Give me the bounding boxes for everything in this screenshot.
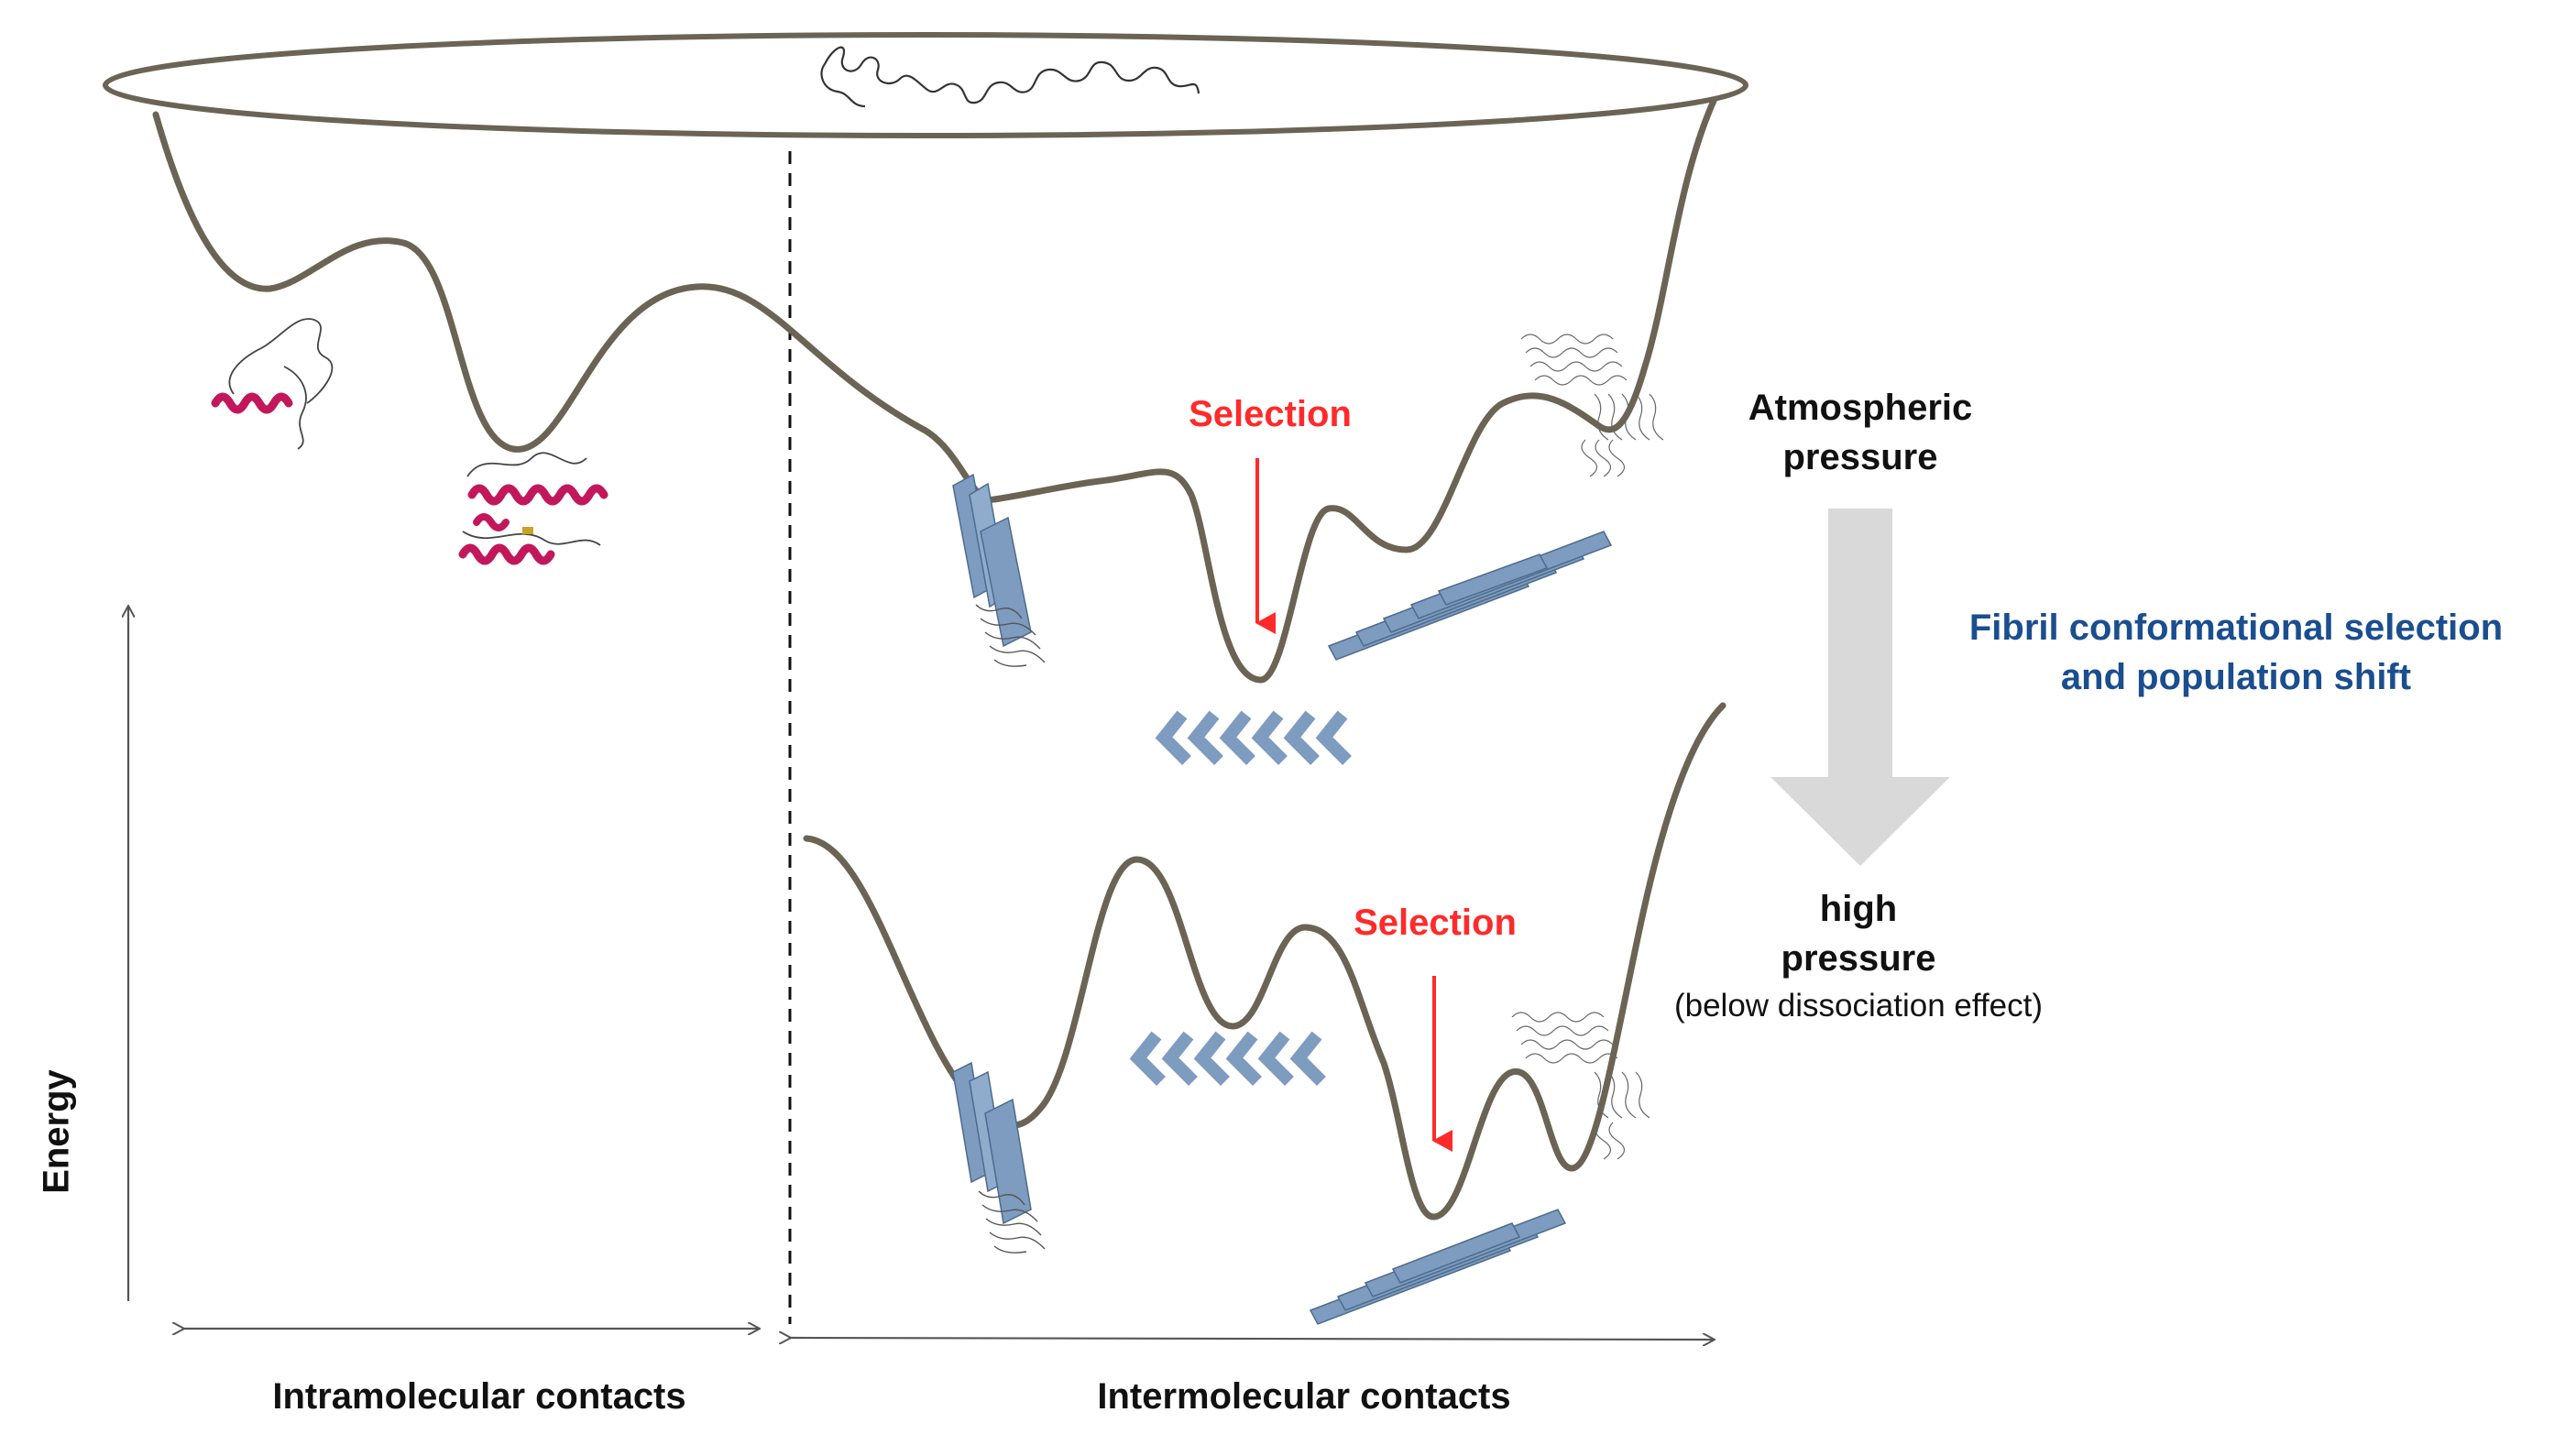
intramolecular-contacts-label: Intramolecular contacts <box>272 1376 686 1417</box>
disordered-chain-icon <box>820 46 1200 108</box>
atmospheric-landscape-curve <box>152 97 1717 684</box>
helix-monomer-icon <box>211 318 334 450</box>
shift-line-1: Fibril conformational selection <box>1968 608 2504 648</box>
amorphous-aggregate-icon <box>1511 1012 1650 1160</box>
parallel-fibril-icon <box>1309 1209 1567 1325</box>
high-pressure-note: (below dissociation effect) <box>1673 988 2044 1024</box>
beta-sheet-fibril-icon <box>952 1061 1046 1253</box>
high-line-1: high <box>1819 889 1898 929</box>
zigzag-fibril-icon <box>1155 710 1352 765</box>
atmospheric-line-1: Atmospheric <box>1748 388 1973 428</box>
population-shift-label: Fibril conformational selection and popu… <box>1969 603 2503 702</box>
high-pressure-label: high pressure <box>1781 884 1936 983</box>
amorphous-aggregate-icon <box>1520 334 1664 477</box>
shift-line-2: and population shift <box>2060 657 2412 697</box>
atmospheric-line-2: pressure <box>1782 437 1938 477</box>
parallel-fibril-icon <box>1327 531 1613 661</box>
beta-sheet-fibril-icon <box>952 473 1046 667</box>
folded-protein-icon <box>458 452 608 565</box>
intermolecular-axis <box>790 1338 1714 1340</box>
funnel-rim <box>103 32 1748 138</box>
population-shift-arrow <box>1770 509 1950 866</box>
high-pressure-landscape-curve <box>803 702 1726 1221</box>
selection-label-top: Selection <box>1189 394 1352 434</box>
energy-axis-label: Energy <box>36 1069 77 1194</box>
atmospheric-pressure-label: Atmospheric pressure <box>1748 383 1973 482</box>
high-line-2: pressure <box>1781 938 1936 979</box>
selection-label-bottom: Selection <box>1354 903 1517 943</box>
zigzag-fibril-icon <box>1129 1031 1326 1086</box>
intermolecular-contacts-label: Intermolecular contacts <box>1097 1376 1511 1417</box>
